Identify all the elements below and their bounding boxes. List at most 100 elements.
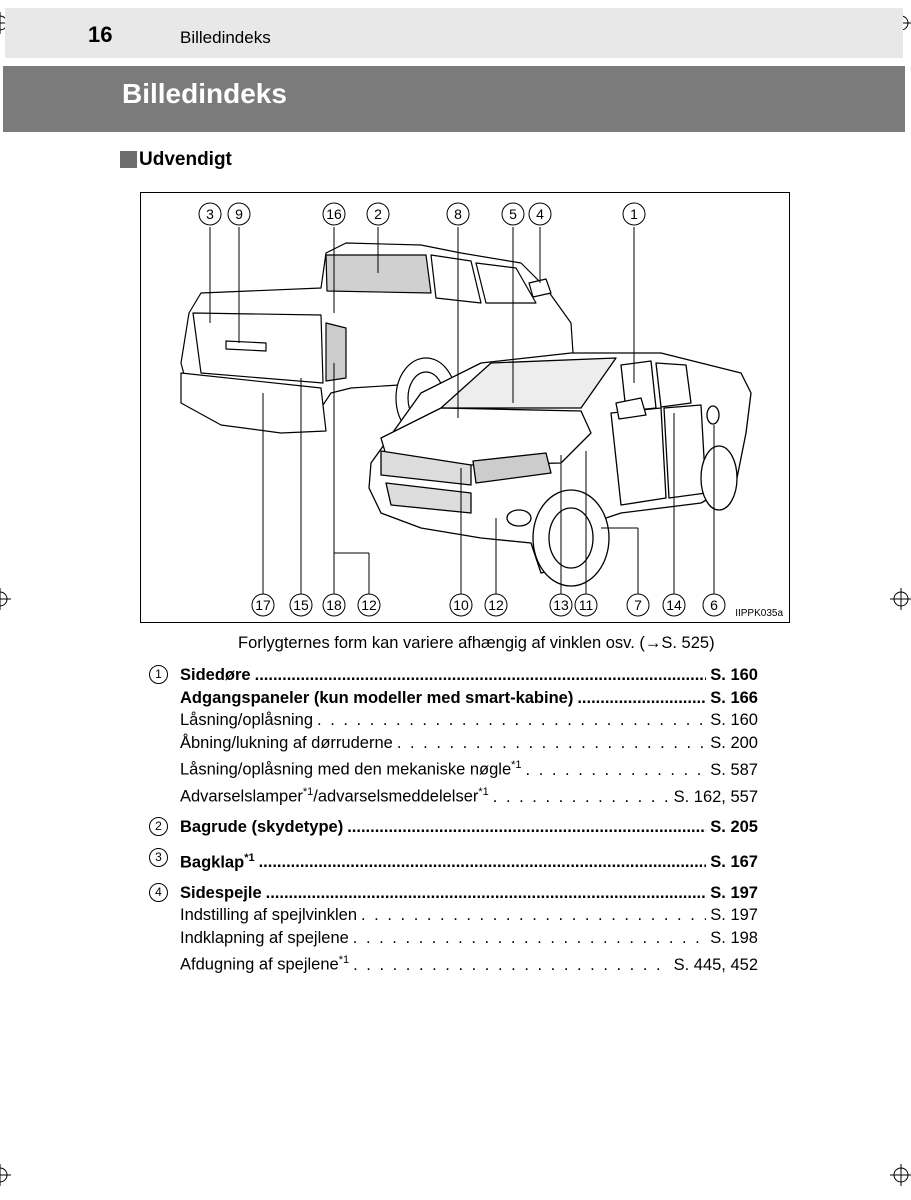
section-title: Udvendigt [139,149,232,170]
index-entry: 2 Bagrude (skydetype) S. 205 [146,816,758,839]
page-reference[interactable]: S. 166 [710,688,758,707]
page-reference[interactable]: S. 205 [710,818,758,836]
entry-label: Sidespejle [180,883,262,902]
leader-dots [577,687,706,710]
leader-dots [526,759,707,782]
entry-label: Indklapning af spejlene [180,928,349,947]
entry-label: Bagrude (skydetype) [180,818,344,836]
entry-line: Bagrude (skydetype) S. 205 [180,816,758,839]
leader-dots [493,786,670,809]
callout-label: 1 [630,206,638,222]
figure-callout-top: 16 [322,202,346,226]
figure-callout-bottom: 18 [322,593,346,617]
callout-label: 6 [710,597,718,613]
callout-label: 16 [326,206,342,222]
callout-label: 18 [326,597,342,613]
page-reference[interactable]: S. 197 [710,906,758,924]
page-reference[interactable]: S. 167 [710,853,758,871]
entry-line: Adgangspaneler (kun modeller med smart-k… [180,687,758,710]
page-reference[interactable]: S. 198 [710,928,758,947]
figure-callout-top: 2 [366,202,390,226]
figure-callout-bottom: 6 [702,593,726,617]
entry-line: Åbning/lukning af dørruderne S. 200 [180,732,758,755]
figure-callout-bottom: 12 [357,593,381,617]
page-reference[interactable]: S. 445, 452 [673,955,758,974]
callout-label: 7 [634,597,642,613]
entry-number: 3 [149,847,168,867]
callout-label: 9 [235,206,243,222]
figure-callout-top: 4 [528,202,552,226]
figure-callout-top: 8 [446,202,470,226]
figure-callout-bottom: 15 [289,593,313,617]
registration-mark-icon [890,1164,911,1186]
title-bar [3,66,905,132]
entry-label: Sidedøre [180,666,251,684]
callout-label: 13 [553,597,569,613]
callout-label: 5 [509,206,517,222]
page-reference[interactable]: S. 200 [710,733,758,752]
callout-label: 12 [361,597,377,613]
entry-line: Sidedøre S. 160 [180,664,758,687]
figure-callout-top: 5 [501,202,525,226]
callout-label: 12 [488,597,504,613]
figure-callout-bottom: 7 [626,593,650,617]
figure-callout-bottom: 10 [449,593,473,617]
figure-callout-top: 3 [198,202,222,226]
callout-label: 2 [374,206,382,222]
leader-dots [361,904,706,927]
page-reference[interactable]: S. 197 [710,883,758,902]
entry-line: Låsning/oplåsning med den mekaniske nøgl… [180,754,758,781]
entry-label: Bagklap*1 [180,851,255,872]
entry-line: Bagklap*1 S. 167 [180,847,758,874]
entry-line: Indstilling af spejlvinklenS. 197 [180,904,758,927]
page-header [5,8,903,58]
entry-line: Sidespejle S. 197 [180,882,758,905]
entry-number: 2 [149,817,168,836]
figure-caption: Forlygternes form kan variere afhængig a… [238,634,715,652]
pickup-truck-illustration: 3 9 16 2 8 5 4 1 17 15 18 12 10 12 13 11… [180,202,752,617]
leader-dots [353,954,669,977]
figure-callout-bottom: 12 [484,593,508,617]
page-reference[interactable]: S. 160 [710,711,758,729]
entry-label: Adgangspaneler (kun modeller med smart-k… [180,688,574,707]
callout-label: 4 [536,206,544,222]
callout-label: 8 [454,206,462,222]
entry-line: Låsning/oplåsning S. 160 [180,709,758,732]
page-number: 16 [88,22,113,47]
figure-callout-top: 1 [622,202,646,226]
entry-label: Åbning/lukning af dørruderne [180,733,393,752]
entry-label: Låsning/oplåsning [180,711,314,729]
figure-callout-bottom: 17 [251,593,275,617]
entry-line: Advarselslamper*1/advarselsmeddelelser*1… [180,781,758,808]
entry-number: 4 [149,882,168,902]
entry-line: Afdugning af spejlene*1S. 445, 452 [180,949,758,976]
leader-dots [347,816,706,839]
page-title: Billedindeks [122,78,287,109]
leader-dots [397,732,706,755]
page-reference[interactable]: S. 587 [710,760,758,779]
exterior-figure: 3 9 16 2 8 5 4 1 17 15 18 12 10 12 13 11… [140,192,790,623]
figure-callout-bottom: 14 [662,593,686,617]
leader-dots [259,851,707,874]
registration-mark-icon [0,588,11,610]
callout-label: 17 [255,597,271,613]
index-entry: 3 Bagklap*1 S. 167 [146,847,758,874]
registration-mark-icon [890,588,911,610]
page-reference[interactable]: S. 162, 557 [673,787,758,806]
leader-dots [353,927,706,950]
section-marker-icon [120,151,137,168]
page-reference[interactable]: S. 160 [710,666,758,684]
entry-line: Indklapning af spejlene S. 198 [180,927,758,950]
figure-callout-bottom: 13 [549,593,573,617]
entry-label: Advarselslamper*1/advarselsmeddelelser*1 [180,786,489,806]
callout-label: 15 [293,597,309,613]
leader-dots [317,709,706,732]
entry-number: 1 [149,665,168,684]
leader-dots [266,882,707,905]
figure-callout-top: 9 [227,202,251,226]
entry-label: Låsning/oplåsning med den mekaniske nøgl… [180,759,522,779]
leader-dots [255,664,707,687]
